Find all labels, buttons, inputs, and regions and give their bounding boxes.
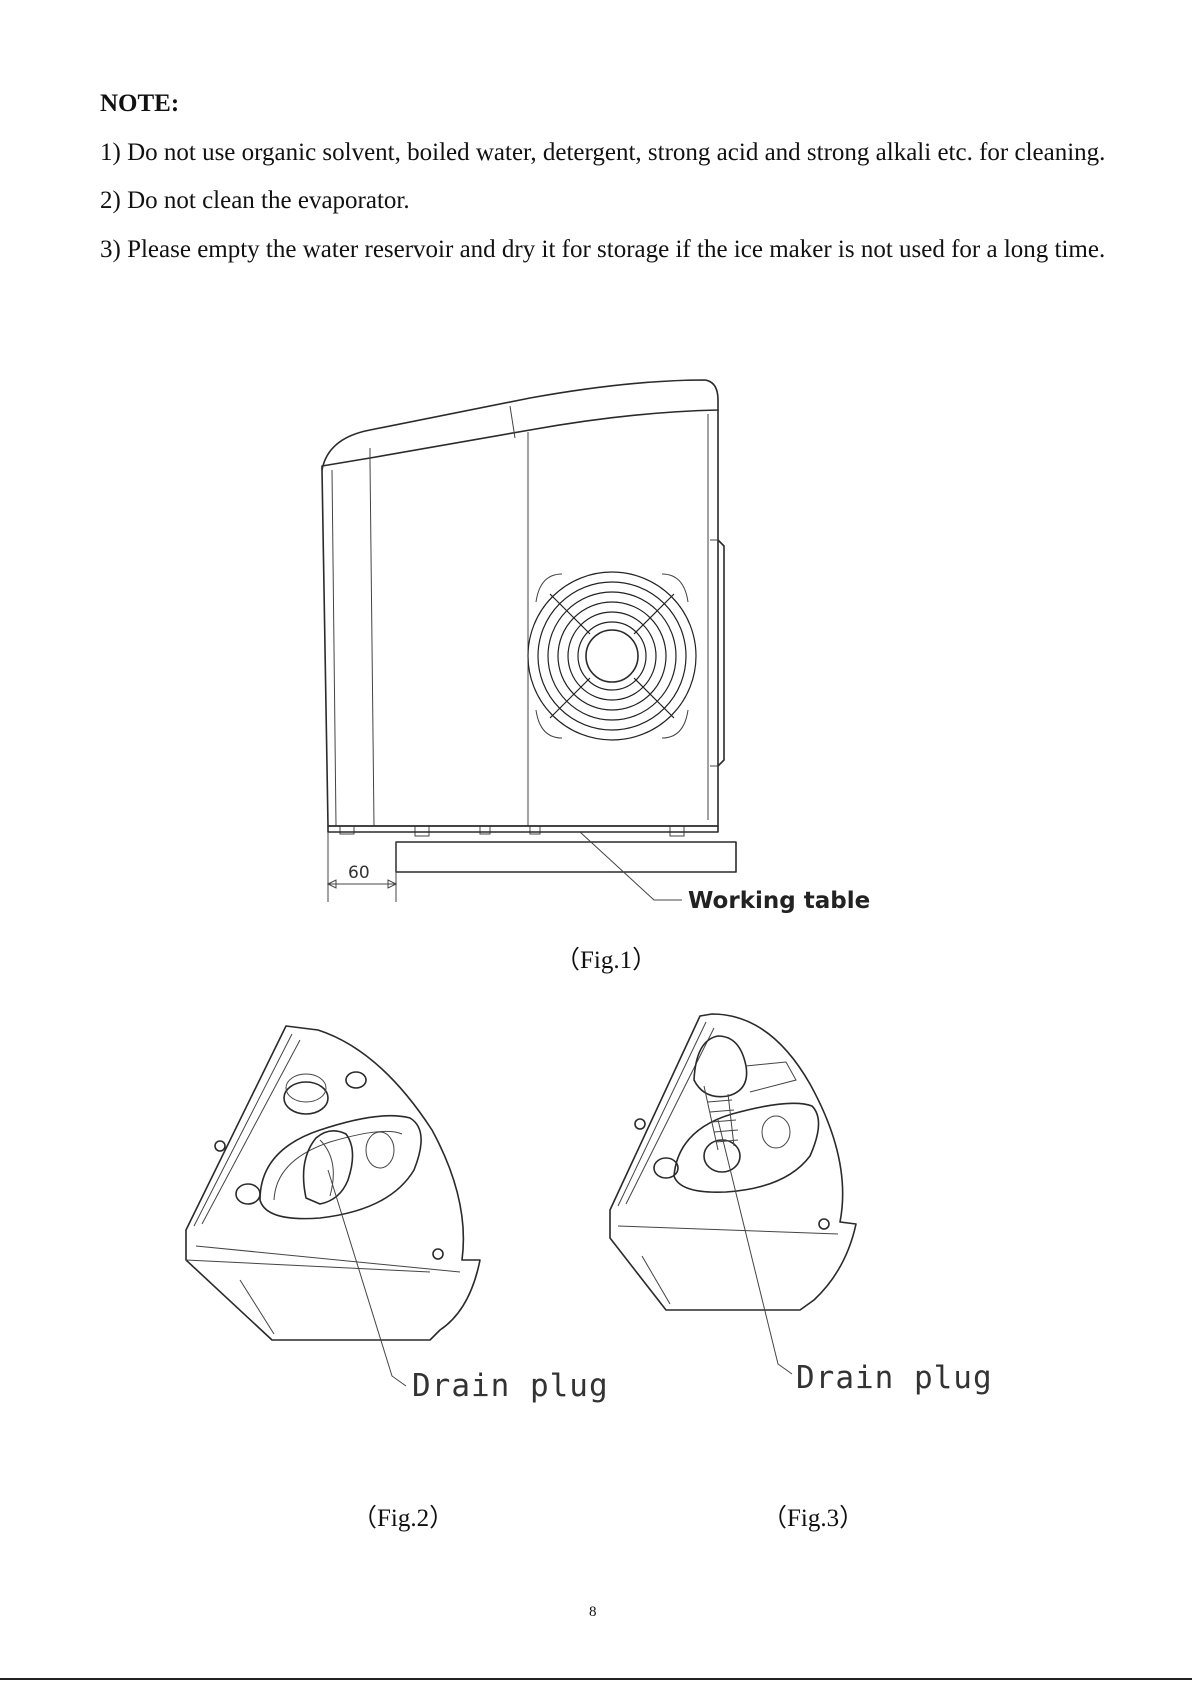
dimension-label: 60	[348, 863, 370, 883]
drain-plug-label-fig2: Drain plug	[412, 1368, 609, 1404]
page-number: 8	[589, 1604, 597, 1620]
note-title: NOTE:	[100, 90, 180, 117]
footer-rule	[0, 1678, 1192, 1680]
fan-grille-icon	[527, 571, 697, 741]
fig3-caption: （Fig.3）	[762, 1505, 865, 1532]
note-section: NOTE: 1) Do not use organic solvent, boi…	[100, 80, 1120, 274]
drain-plug-closed-figure: Drain plug	[185, 1025, 609, 1404]
note-item-1: 1) Do not use organic solvent, boiled wa…	[100, 138, 1106, 166]
drain-plug-open-figure: Drain plug	[609, 1013, 993, 1396]
ice-maker-side-view-figure: 60 Working table	[321, 379, 870, 914]
note-item-3: 3) Please empty the water reservoir and …	[100, 235, 1106, 263]
fig1-caption: （Fig.1）	[555, 947, 658, 974]
working-table-label: Working table	[688, 888, 870, 914]
note-item-2: 2) Do not clean the evaporator.	[100, 187, 410, 214]
fig2-caption: （Fig.2）	[352, 1505, 455, 1532]
drain-plug-label-fig3: Drain plug	[796, 1360, 993, 1396]
